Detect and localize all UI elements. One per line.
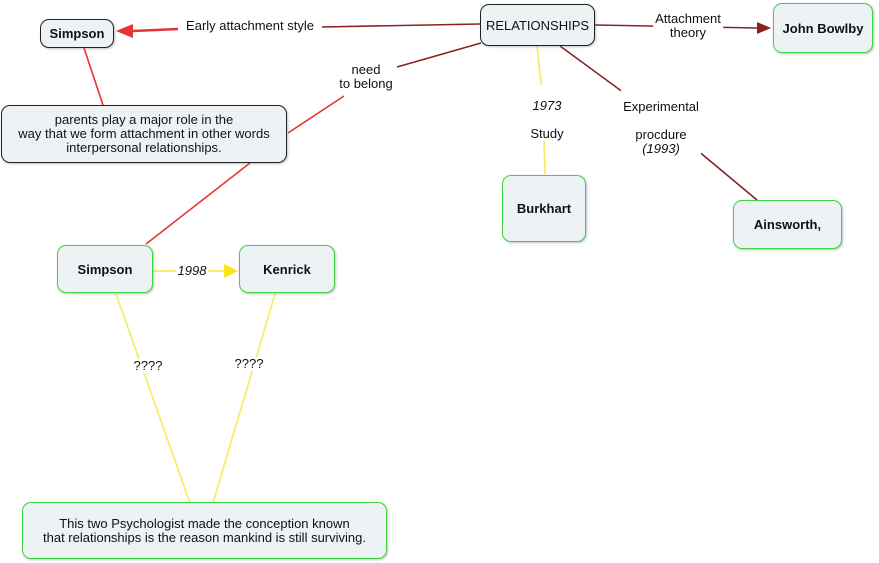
edge-label-experimental-year: (1993)	[642, 141, 680, 156]
edge-1998-arrowhead	[224, 264, 238, 278]
node-john-bowlby[interactable]: John Bowlby	[773, 3, 873, 53]
edge-simpson-to-conclusion	[115, 293, 191, 504]
node-relationships[interactable]: RELATIONSHIPS	[480, 4, 595, 46]
edge-kenrick-to-conclusion	[212, 293, 276, 504]
edge-label-attachment-theory[interactable]: Attachment theory	[653, 11, 723, 40]
edge-label-early-attachment-style[interactable]: Early attachment style	[184, 18, 316, 33]
node-ainsworth[interactable]: Ainsworth,	[733, 200, 842, 249]
edge-label-unknown-left[interactable]: ????	[131, 358, 165, 373]
edge-simpson-to-parents-note	[83, 47, 104, 106]
edge-label-1998[interactable]: 1998	[175, 263, 209, 278]
node-conclusion-note[interactable]: This two Psychologist made the conceptio…	[22, 502, 387, 559]
edge-label-unknown-right[interactable]: ????	[232, 356, 266, 371]
edge-attachment-theory-arrowhead	[757, 22, 771, 34]
edge-label-1973-word: Study	[530, 126, 564, 141]
edge-early-attachment-shaft	[132, 27, 179, 33]
edge-label-experimental-procedure[interactable]: Experimental procdure (1993)	[621, 86, 701, 156]
edge-relationships-to-early-label	[321, 23, 481, 28]
node-simpson-early-attachment[interactable]: Simpson	[40, 19, 114, 48]
edge-relationships-to-need-label	[396, 42, 482, 68]
edge-label-need-to-belong[interactable]: need to belong	[337, 62, 395, 91]
node-parents-role-note[interactable]: parents play a major role in the way tha…	[1, 105, 287, 163]
edge-need-to-parents-note	[287, 95, 345, 134]
node-burkhart[interactable]: Burkhart	[502, 175, 586, 242]
node-kenrick[interactable]: Kenrick	[239, 245, 335, 293]
edge-parents-note-to-simpson	[145, 162, 251, 245]
edge-label-1973-year: 1973	[532, 98, 562, 113]
edge-label-1973-study[interactable]: 1973 Study	[528, 85, 566, 141]
node-simpson[interactable]: Simpson	[57, 245, 153, 293]
edge-early-attachment-arrowhead	[116, 24, 133, 38]
edge-label-experimental-line1: Experimental	[623, 99, 699, 114]
edge-label-experimental-word: procdure	[635, 127, 687, 142]
